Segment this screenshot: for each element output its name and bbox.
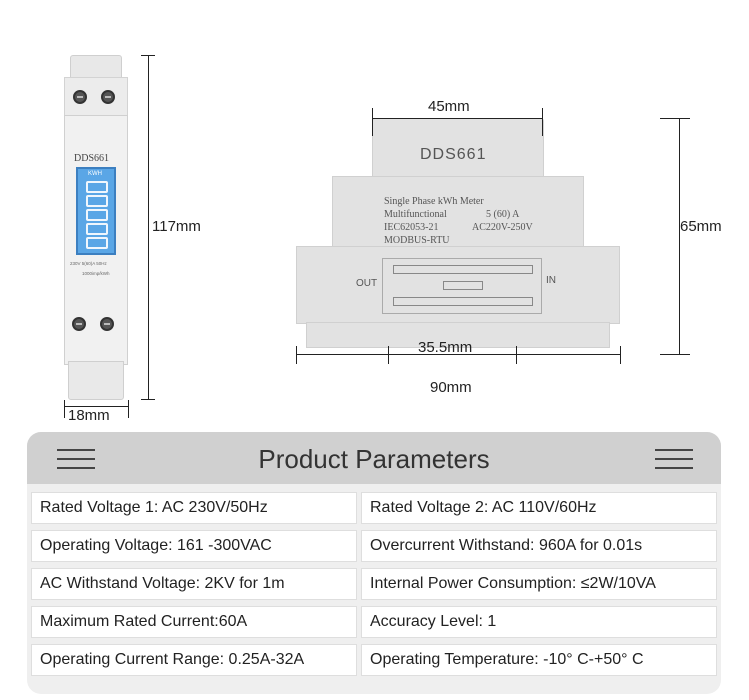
dimension-tick xyxy=(388,346,389,364)
terminal-screw-icon xyxy=(100,317,114,331)
dimension-tick xyxy=(620,346,621,364)
side-meter-image: DDS661 Single Phase kWh Meter Multifunct… xyxy=(296,118,620,378)
param-text: Rated Voltage 1: AC 230V/50Hz xyxy=(40,499,268,516)
top-width-dimension-line xyxy=(372,118,542,119)
front-meter-image: DDS661 KWH 230V 5(60)A 50Hz 1000imp/kWh xyxy=(64,55,128,400)
wiring-line xyxy=(393,297,533,306)
width-dimension-line xyxy=(128,400,129,418)
terminal-screw-icon xyxy=(72,317,86,331)
param-text: Operating Current Range: 0.25A-32A xyxy=(40,651,305,668)
wiring-line xyxy=(393,265,533,274)
din-rail-mount xyxy=(306,322,610,348)
dimension-tick xyxy=(516,346,517,364)
front-imp-text: 1000imp/kWh xyxy=(82,271,110,276)
param-cell: Operating Current Range: 0.25A-32A xyxy=(31,644,357,676)
side-spec-line: IEC62053-21 xyxy=(384,222,439,233)
height-dimension-line xyxy=(148,55,149,400)
param-text: Rated Voltage 2: AC 110V/60Hz xyxy=(370,499,597,516)
in-label: IN xyxy=(546,275,556,286)
param-cell: Internal Power Consumption: ≤2W/10VA xyxy=(361,568,717,600)
param-text: Overcurrent Withstand: 960A for 0.01s xyxy=(370,537,643,554)
side-spec-line: Multifunctional xyxy=(384,209,447,220)
product-parameters-panel: Product Parameters Rated Voltage 1: AC 2… xyxy=(27,432,721,694)
param-text: AC Withstand Voltage: 2KV for 1m xyxy=(40,575,285,592)
side-spec-line: Single Phase kWh Meter xyxy=(384,196,484,207)
menu-lines-icon xyxy=(57,449,95,469)
lcd-digit xyxy=(86,181,108,193)
front-height-label: 117mm xyxy=(152,218,201,235)
side-spec-line: AC220V-250V xyxy=(472,222,533,233)
param-text: Maximum Rated Current:60A xyxy=(40,613,248,630)
dimension-tick xyxy=(372,108,373,136)
dimension-tick xyxy=(141,399,155,400)
parameters-title: Product Parameters xyxy=(258,444,490,474)
wiring-line xyxy=(443,281,483,290)
dimension-tick xyxy=(141,55,155,56)
lcd-digit xyxy=(86,195,108,207)
side-height-dimension-line xyxy=(679,118,680,354)
param-cell: Operating Temperature: -10° C-+50° C xyxy=(361,644,717,676)
param-cell: Overcurrent Withstand: 960A for 0.01s xyxy=(361,530,717,562)
lcd-digit xyxy=(86,237,108,249)
terminal-screw-icon xyxy=(73,90,87,104)
param-text: Operating Temperature: -10° C-+50° C xyxy=(370,651,644,668)
parameters-header: Product Parameters xyxy=(27,432,721,484)
dimension-tick xyxy=(296,346,297,364)
side-model-label: DDS661 xyxy=(420,146,487,163)
param-cell: Accuracy Level: 1 xyxy=(361,606,717,638)
din-clip-bottom xyxy=(68,361,124,400)
width-dimension-line xyxy=(64,406,128,407)
side-height-label: 65mm xyxy=(680,218,722,235)
dimension-tick xyxy=(660,118,690,119)
upper-terminal-block xyxy=(64,77,128,119)
total-width-label: 90mm xyxy=(430,379,472,396)
param-text: Accuracy Level: 1 xyxy=(370,613,497,630)
terminal-screw-icon xyxy=(101,90,115,104)
param-cell: AC Withstand Voltage: 2KV for 1m xyxy=(31,568,357,600)
param-cell: Rated Voltage 1: AC 230V/50Hz xyxy=(31,492,357,524)
rail-width-label: 35.5mm xyxy=(418,339,473,356)
front-spec-text: 230V 5(60)A 50Hz xyxy=(70,261,107,266)
side-spec-line: 5 (60) A xyxy=(486,209,520,220)
menu-lines-icon xyxy=(655,449,693,469)
wiring-diagram xyxy=(382,258,542,314)
lcd-digit xyxy=(86,223,108,235)
param-text: Operating Voltage: 161 -300VAC xyxy=(40,537,272,554)
meter-mid-housing xyxy=(332,176,584,250)
param-cell: Operating Voltage: 161 -300VAC xyxy=(31,530,357,562)
total-width-dimension-line xyxy=(296,354,620,355)
front-width-label: 18mm xyxy=(68,407,110,424)
param-text: Internal Power Consumption: ≤2W/10VA xyxy=(370,575,656,592)
dimension-tick xyxy=(660,354,690,355)
param-cell: Maximum Rated Current:60A xyxy=(31,606,357,638)
lcd-digit xyxy=(86,209,108,221)
top-width-label: 45mm xyxy=(428,98,470,115)
front-model-label: DDS661 xyxy=(74,153,110,164)
out-label: OUT xyxy=(356,278,378,289)
lcd-display: KWH xyxy=(76,167,116,255)
side-spec-line: MODBUS-RTU xyxy=(384,235,450,246)
dimension-tick xyxy=(542,108,543,136)
param-cell: Rated Voltage 2: AC 110V/60Hz xyxy=(361,492,717,524)
width-dimension-line xyxy=(64,400,65,418)
lcd-unit-label: KWH xyxy=(88,171,102,177)
